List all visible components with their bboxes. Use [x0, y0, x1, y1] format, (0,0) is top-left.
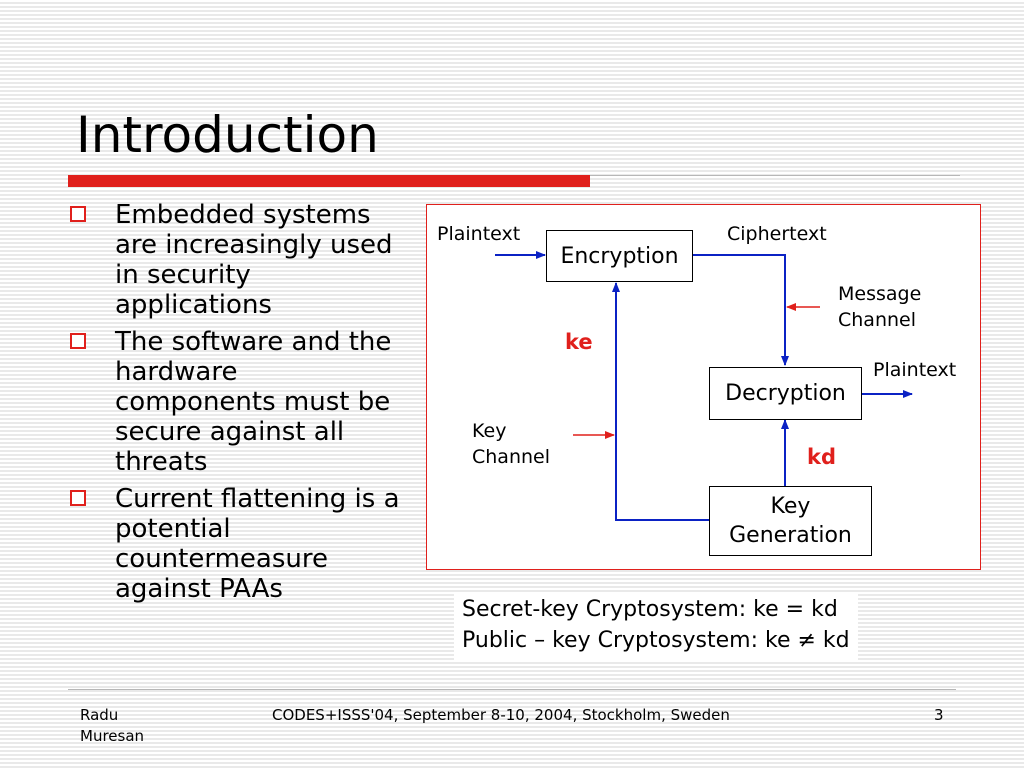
key-generation-box: Key Generation: [709, 486, 872, 556]
key-generation-label-line1: Key: [770, 494, 811, 519]
cryptosystem-diagram: Encryption Decryption Key Generation Pla…: [426, 204, 981, 570]
kd-label: kd: [807, 445, 836, 469]
title-underline-accent: [68, 175, 590, 187]
hollow-square-icon: [70, 206, 86, 222]
ke-label: ke: [565, 330, 593, 354]
ke-arrow: [612, 282, 709, 521]
encryption-box: Encryption: [546, 230, 693, 282]
hollow-square-icon: [70, 333, 86, 349]
key-channel-label: Key Channel: [472, 418, 550, 470]
bullet-item: Embedded systems are increasingly used i…: [66, 200, 406, 320]
diagram-arrows: [495, 251, 913, 521]
footer-page-number: 3: [934, 706, 944, 724]
key-channel-label-line2: Channel: [472, 446, 551, 468]
footer-rule: [68, 689, 956, 690]
plaintext-in-label: Plaintext: [437, 223, 521, 245]
footer-conference: CODES+ISSS'04, September 8-10, 2004, Sto…: [272, 706, 730, 724]
message-channel-label: Message Channel: [838, 281, 921, 333]
plaintext-out-label: Plaintext: [873, 359, 957, 381]
formula-line-secret-key: Secret-key Cryptosystem: ke = kd: [462, 597, 838, 622]
bullet-item: The software and the hardware components…: [66, 327, 406, 477]
title-underline-rule: [590, 175, 960, 176]
message-channel-label-line1: Message: [838, 283, 922, 305]
footer-author: Radu Muresan: [80, 706, 145, 745]
ciphertext-label: Ciphertext: [727, 223, 827, 245]
message-channel-label-line2: Channel: [838, 309, 917, 331]
hollow-square-icon: [70, 490, 86, 506]
bullet-text: Embedded systems are increasingly used i…: [115, 200, 393, 320]
key-channel-label-line1: Key: [472, 420, 507, 442]
bullet-text: The software and the hardware components…: [115, 327, 392, 477]
key-generation-label-line2: Generation: [729, 523, 852, 548]
bullet-list: Embedded systems are increasingly used i…: [66, 200, 406, 611]
ciphertext-arrow: [693, 254, 789, 366]
formula-line-public-key: Public – key Cryptosystem: ke ≠ kd: [462, 628, 850, 653]
slide-title: Introduction: [76, 106, 379, 164]
bullet-text: Current flattening is a potential counte…: [115, 484, 400, 604]
cryptosystem-formula: Secret-key Cryptosystem: ke = kd Public …: [454, 592, 858, 660]
bullet-item: Current flattening is a potential counte…: [66, 484, 406, 604]
decryption-box: Decryption: [709, 367, 862, 420]
